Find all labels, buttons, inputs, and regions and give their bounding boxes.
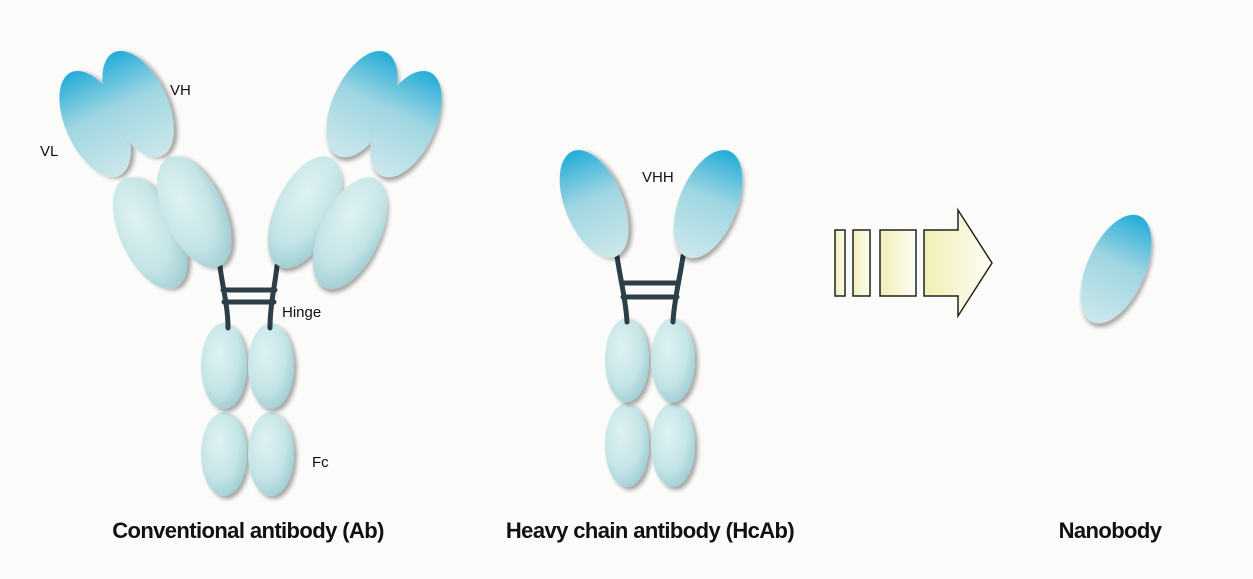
fc-domain (201, 412, 247, 496)
fc-domain (605, 403, 649, 487)
arrow-head (923, 207, 993, 319)
vhh-domain (559, 150, 629, 258)
heavy-chain-antibody: VHH (559, 150, 743, 487)
fc-domain (248, 323, 294, 409)
vh-label: VH (170, 82, 191, 99)
vh-domain (102, 50, 174, 158)
vhh-label: VHH (642, 169, 674, 186)
nanobody-domain (1080, 214, 1152, 324)
nanobody (1080, 214, 1152, 324)
hinge-label: Hinge (282, 304, 321, 321)
vhh-domain (673, 150, 743, 258)
vl-domain (370, 70, 442, 178)
fc-domain (651, 318, 695, 402)
fc-domain (651, 403, 695, 487)
arrow-tail-bar (852, 229, 871, 297)
light-chain-constant-domain (312, 177, 388, 289)
hinge-linker (217, 263, 280, 331)
arrow-tail-bar (834, 229, 846, 297)
hinge-linker (614, 253, 686, 325)
arrow-tail-bar (879, 229, 917, 297)
heavy-chain-constant-domain (156, 156, 232, 268)
conventional-antibody: VH VL Hinge Fc (40, 50, 442, 496)
heavy-chain-antibody-caption: Heavy chain antibody (HcAb) (505, 518, 795, 543)
fc-domain (248, 412, 294, 496)
nanobody-caption: Nanobody (1058, 518, 1162, 543)
fc-domain (605, 318, 649, 402)
fc-domain (201, 323, 247, 409)
vl-label: VL (40, 143, 58, 160)
fc-label: Fc (312, 454, 329, 471)
conventional-antibody-caption: Conventional antibody (Ab) (112, 518, 384, 543)
arrow-icon (834, 207, 993, 319)
